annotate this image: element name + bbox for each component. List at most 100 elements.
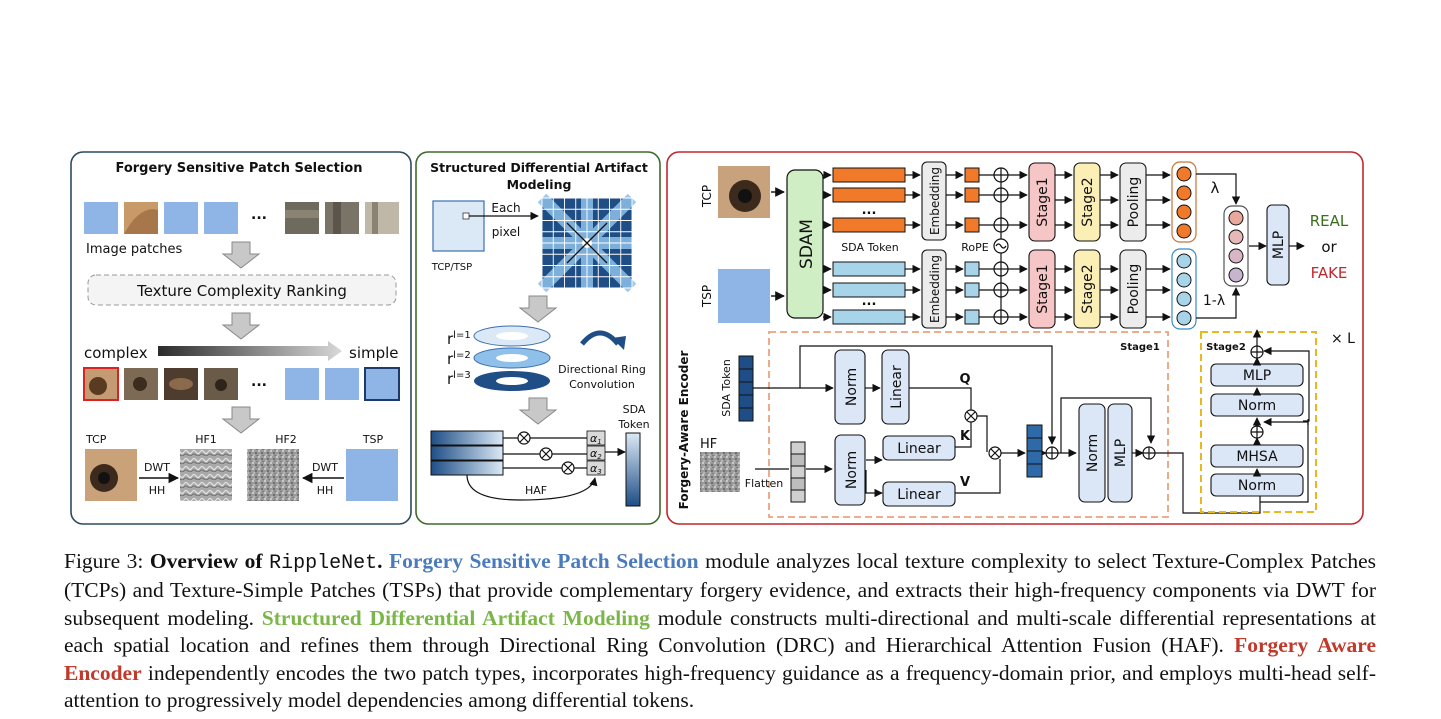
- panel-forgery-aware-encoder: [666, 151, 1364, 525]
- k-label: K: [960, 429, 971, 444]
- svg-text:MLP: MLP: [1113, 439, 1129, 467]
- sda-label: SDA: [623, 403, 646, 416]
- svg-text:Norm: Norm: [844, 451, 860, 489]
- times-l-label: × L: [1331, 331, 1355, 347]
- image-patches-row: ...: [84, 202, 399, 234]
- drc-label-line2: Convolution: [569, 378, 635, 391]
- flattened-hf-column: [790, 441, 806, 503]
- stage2-detail-label: Stage2: [1206, 342, 1246, 353]
- panel1-title: Forgery Sensitive Patch Selection: [115, 161, 362, 176]
- ring-r3-label: rl=3: [447, 370, 471, 388]
- tsp-pooled-vector: [1171, 248, 1197, 330]
- svg-text:Pooling: Pooling: [1126, 177, 1142, 228]
- svg-text:Embedding: Embedding: [928, 167, 942, 235]
- haf-label: HAF: [525, 484, 547, 497]
- tsp-side-label: TSP: [700, 285, 714, 308]
- complex-label: complex: [84, 344, 148, 362]
- svg-text:pixel: pixel: [492, 225, 520, 239]
- sda-token-column: [738, 355, 754, 422]
- svg-text:MHSA: MHSA: [1236, 449, 1278, 465]
- norm-block-q: [834, 349, 866, 425]
- hf1-label: HF1: [195, 433, 217, 446]
- drc-label-line1: Directional Ring: [558, 363, 646, 376]
- caption-model-name: RippleNet: [269, 552, 378, 575]
- directional-grid: [537, 193, 637, 293]
- sdam-label: SDAM: [797, 219, 817, 269]
- caption-overview: Overview of: [149, 549, 270, 573]
- svg-text:Stage2: Stage2: [1080, 177, 1096, 226]
- sdam-block: [786, 169, 824, 319]
- one-minus-lambda-label: 1-λ: [1203, 293, 1225, 309]
- pooling-block-tsp: [1119, 249, 1147, 329]
- svg-text:Linear: Linear: [889, 365, 905, 409]
- svg-text:Norm: Norm: [1085, 434, 1101, 472]
- figure-label: Figure 3:: [64, 549, 150, 573]
- tsp-token-stack: [832, 261, 906, 325]
- embedding-block-tsp: [921, 249, 947, 329]
- tsp-label: TSP: [362, 433, 384, 446]
- ring-r1-label: rl=1: [447, 330, 471, 348]
- tsp-patch-image: [718, 269, 770, 323]
- hf-label: HF: [700, 437, 717, 452]
- tcp-tsp-label: TCP/TSP: [431, 262, 472, 273]
- stage2-block-tsp: [1073, 249, 1101, 329]
- norm-block-kv: [834, 434, 866, 506]
- svg-text:Stage2: Stage2: [1080, 264, 1096, 313]
- stage1-block-tcp: [1028, 162, 1056, 242]
- mlp-block-ffn: [1107, 403, 1133, 503]
- haf-feature-stack: [430, 430, 504, 476]
- or-label: or: [1321, 238, 1337, 256]
- hf2-image: [247, 449, 299, 501]
- svg-text:...: ...: [251, 207, 267, 223]
- svg-text:HH: HH: [317, 484, 334, 497]
- svg-text:Each: Each: [491, 201, 520, 215]
- hf1-image: [180, 449, 232, 501]
- down-arrow-icon: [221, 241, 261, 269]
- svg-text:...: ...: [862, 203, 877, 218]
- sda-token-vertical-label: SDA Token: [720, 359, 733, 417]
- fake-label: FAKE: [1311, 264, 1348, 282]
- method-overview-figure: Forgery Sensitive Patch Selection ... Im…: [70, 151, 1364, 525]
- tsp-image: [346, 449, 398, 501]
- caption-fae: Forgery Aware Encoder: [64, 633, 1376, 685]
- svg-text:MLP: MLP: [1243, 368, 1271, 384]
- figure-caption: Figure 3: Overview of RippleNet. Forgery…: [64, 549, 1377, 713]
- real-label: REAL: [1310, 212, 1349, 230]
- linear-block-v: [882, 481, 956, 507]
- caption-sdam: Structured Differential Artifact Modelin…: [261, 605, 650, 630]
- gradient-arrow: [158, 341, 342, 361]
- tcp-label: TCP: [85, 433, 107, 446]
- svg-text:Norm: Norm: [1238, 478, 1276, 494]
- down-arrow-icon: [221, 406, 261, 434]
- attention-output-column: [1026, 424, 1043, 478]
- svg-text:Norm: Norm: [844, 368, 860, 406]
- tcp-image: [85, 449, 137, 501]
- tcp-side-label: TCP: [700, 185, 714, 208]
- fused-vector: [1223, 205, 1249, 287]
- sda-token-label: SDA Token: [841, 241, 899, 254]
- texture-ranking-label: Texture Complexity Ranking: [136, 282, 347, 300]
- svg-text:Stage1: Stage1: [1035, 264, 1051, 313]
- panel2-title-line2: Modeling: [507, 177, 572, 192]
- alpha-weights: [586, 430, 606, 476]
- svg-text:Linear: Linear: [897, 487, 941, 503]
- tcp-token-stack: [832, 167, 906, 233]
- svg-text:DWT: DWT: [312, 461, 338, 474]
- stage1-block-tsp: [1028, 249, 1056, 329]
- hf2-label: HF2: [275, 433, 297, 446]
- flatten-label: Flatten: [745, 477, 784, 490]
- rope-label: RoPE: [961, 241, 989, 254]
- norm-block-ffn: [1078, 403, 1106, 503]
- svg-text:Norm: Norm: [1238, 398, 1276, 414]
- image-patches-label: Image patches: [86, 242, 183, 257]
- down-arrow-icon: [221, 312, 261, 340]
- linear-block-q: [881, 349, 910, 425]
- tcp-pooled-vector: [1171, 161, 1197, 243]
- svg-text:MLP: MLP: [1271, 231, 1287, 259]
- svg-text:...: ...: [251, 374, 267, 390]
- v-label: V: [960, 475, 970, 490]
- hf-image: [700, 452, 740, 492]
- panel2-title-line1: Structured Differential Artifact: [430, 160, 648, 175]
- ring-stack: [473, 325, 551, 391]
- alpha3-label: α3: [590, 462, 602, 476]
